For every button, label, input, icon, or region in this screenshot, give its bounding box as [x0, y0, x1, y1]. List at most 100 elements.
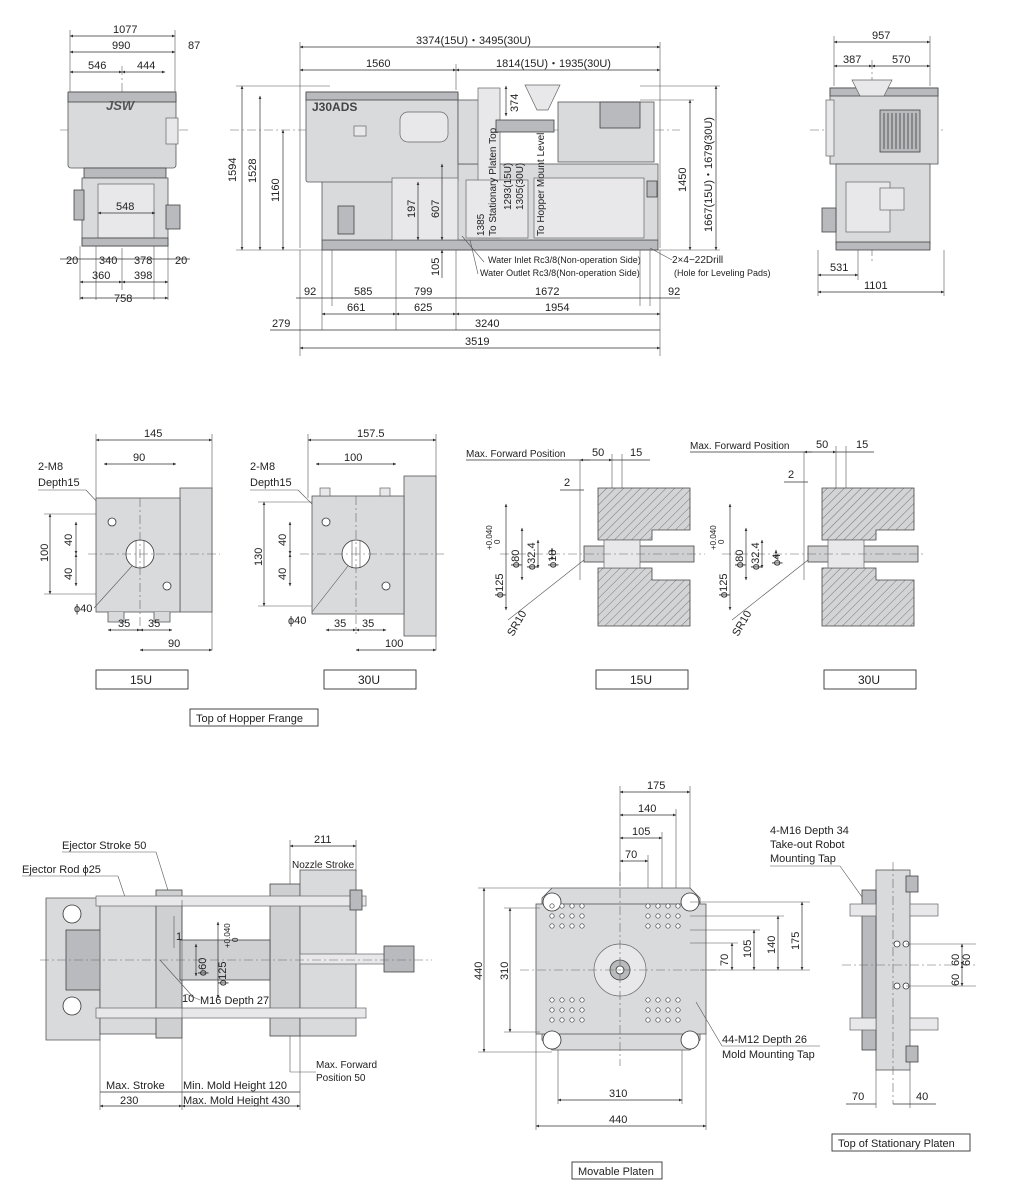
- front-overall-3519: 3519: [465, 336, 489, 348]
- h30-130: 130: [253, 548, 265, 566]
- left-row2-360: 360: [92, 270, 110, 282]
- svg-text:1385: 1385: [476, 213, 487, 236]
- mold-tap-hole: [645, 1007, 651, 1013]
- clamp-section: Ejector Stroke 50 Ejector Rod ϕ25 211 No…: [22, 834, 432, 1110]
- front-105: 105: [430, 258, 442, 276]
- h30-35b: 35: [362, 618, 374, 630]
- front-b3-3240: 3240: [475, 318, 499, 330]
- water-outlet-note: Water Outlet Rc3/8(Non-operation Side): [480, 268, 640, 278]
- clamp-tol-lo: 0: [231, 937, 240, 942]
- left-top-1077: 1077: [113, 24, 137, 36]
- front-197: 197: [406, 200, 418, 218]
- right-387: 387: [843, 54, 861, 66]
- mold-tap-hole: [579, 1007, 585, 1013]
- left-row1-20a: 20: [66, 255, 78, 267]
- mold-tap-hole: [675, 913, 681, 919]
- left-row3-758: 758: [114, 293, 132, 305]
- left-444: 444: [137, 60, 155, 72]
- mold-tap-hole: [549, 1007, 555, 1013]
- mold-tap-hole: [549, 903, 555, 909]
- clamp-min-mold: Min. Mold Height 120: [183, 1080, 287, 1092]
- mold-tap-hole: [675, 997, 681, 1003]
- n15-50: 50: [592, 447, 604, 459]
- front-1814: 1814(15U)・1935(30U): [496, 58, 611, 70]
- front-b3-279: 279: [272, 318, 290, 330]
- h15-90b: 90: [168, 638, 180, 650]
- front-badge: J30ADS: [312, 100, 357, 114]
- n30-tol-lo: 0: [717, 539, 726, 544]
- ejector-rod-label: Ejector Rod ϕ25: [22, 864, 101, 876]
- n30-50: 50: [816, 439, 828, 451]
- h30-caption: 30U: [358, 673, 380, 687]
- front-1560: 1560: [366, 58, 390, 70]
- mold-tap-hole: [559, 913, 565, 919]
- mold-tap-hole: [559, 1017, 565, 1023]
- sp-note-3: Mounting Tap: [770, 853, 836, 865]
- mold-tap-hole: [549, 913, 555, 919]
- n30-phi80: ϕ80: [734, 550, 746, 568]
- n15-phi18: ϕ18: [547, 550, 559, 568]
- mold-tap-hole: [655, 1017, 661, 1023]
- mold-tap-hole: [655, 903, 661, 909]
- mold-tap-hole: [559, 903, 565, 909]
- h30-35a: 35: [334, 618, 346, 630]
- mold-tap-hole: [655, 997, 661, 1003]
- mold-tap-hole: [675, 1007, 681, 1013]
- mold-tap-hole: [579, 913, 585, 919]
- n15-tol-lo: 0: [493, 539, 502, 544]
- clamp-pos50: Position 50: [316, 1073, 366, 1084]
- h30-phi: ϕ40: [288, 615, 306, 627]
- n15-phi80: ϕ80: [510, 550, 522, 568]
- front-1667: 1667(15U)・1679(30U): [703, 117, 715, 232]
- front-374: 374: [509, 94, 521, 112]
- n15-phi125: ϕ125: [494, 573, 506, 598]
- mold-tap-hole: [655, 1007, 661, 1013]
- mp-top-70: 70: [625, 849, 637, 861]
- mp-right-140: 140: [766, 936, 778, 954]
- h30-100: 100: [344, 452, 362, 464]
- mp-bottom-310: 310: [609, 1088, 627, 1100]
- nozzle-section-30u: Max. Forward Position 50 15 2 ϕ125 +0.04…: [690, 439, 926, 690]
- mp-top-105: 105: [632, 826, 650, 838]
- nozzle-section-15u: Max. Forward Position 50 15 2 ϕ125 +0.04…: [466, 447, 705, 690]
- mold-tap-hole: [665, 1007, 671, 1013]
- svg-text:To Hopper Mount Level: To Hopper Mount Level: [536, 133, 547, 236]
- sp-r60b: 60: [961, 954, 973, 966]
- front-b1-585: 585: [354, 286, 372, 298]
- hopper-title: Top of Hopper Frange: [196, 713, 303, 725]
- front-top-overall: 3374(15U)・3495(30U): [416, 35, 531, 47]
- front-1450: 1450: [677, 168, 689, 192]
- n30-phi32: ϕ32.4: [750, 542, 762, 570]
- clamp-m16: M16 Depth 27: [200, 995, 269, 1007]
- left-row1-378: 378: [134, 255, 152, 267]
- svg-text:To Stationary Platen Top: To Stationary Platen Top: [488, 127, 499, 236]
- h15-100: 100: [39, 544, 51, 562]
- h15-145: 145: [144, 428, 162, 440]
- mp-right-175: 175: [790, 932, 802, 950]
- sp-note-2: Take-out Robot: [770, 839, 845, 851]
- h30-depth: Depth15: [250, 477, 292, 489]
- n30-tol-up: +0.040: [709, 525, 718, 550]
- mold-tap-hole: [549, 923, 555, 929]
- n30-2: 2: [788, 469, 794, 481]
- n15-tol-up: +0.040: [485, 525, 494, 550]
- clamp-phi60: ϕ60: [197, 958, 209, 976]
- front-b2-661: 661: [347, 302, 365, 314]
- hopper-flange-15u: 145 90 2-M8 Depth15 100 40 40 ϕ40 35 35: [38, 428, 220, 690]
- clamp-tol-up: +0.040: [223, 923, 232, 948]
- front-b1-1672: 1672: [535, 286, 559, 298]
- mp-top-140: 140: [638, 803, 656, 815]
- left-row1-340: 340: [99, 255, 117, 267]
- n15-phi32: ϕ32.4: [526, 542, 538, 570]
- h15-caption: 15U: [130, 673, 152, 687]
- h30-157: 157.5: [357, 428, 385, 440]
- front-b2-1954: 1954: [545, 302, 569, 314]
- left-87: 87: [188, 40, 200, 52]
- mold-tap-hole: [645, 913, 651, 919]
- clamp-max-mold: Max. Mold Height 430: [183, 1095, 290, 1107]
- clamp-phi125: ϕ125: [217, 961, 229, 986]
- clamp-230: 230: [120, 1095, 138, 1107]
- mp-left-310: 310: [499, 962, 511, 980]
- n15-sr10: SR10: [505, 609, 529, 639]
